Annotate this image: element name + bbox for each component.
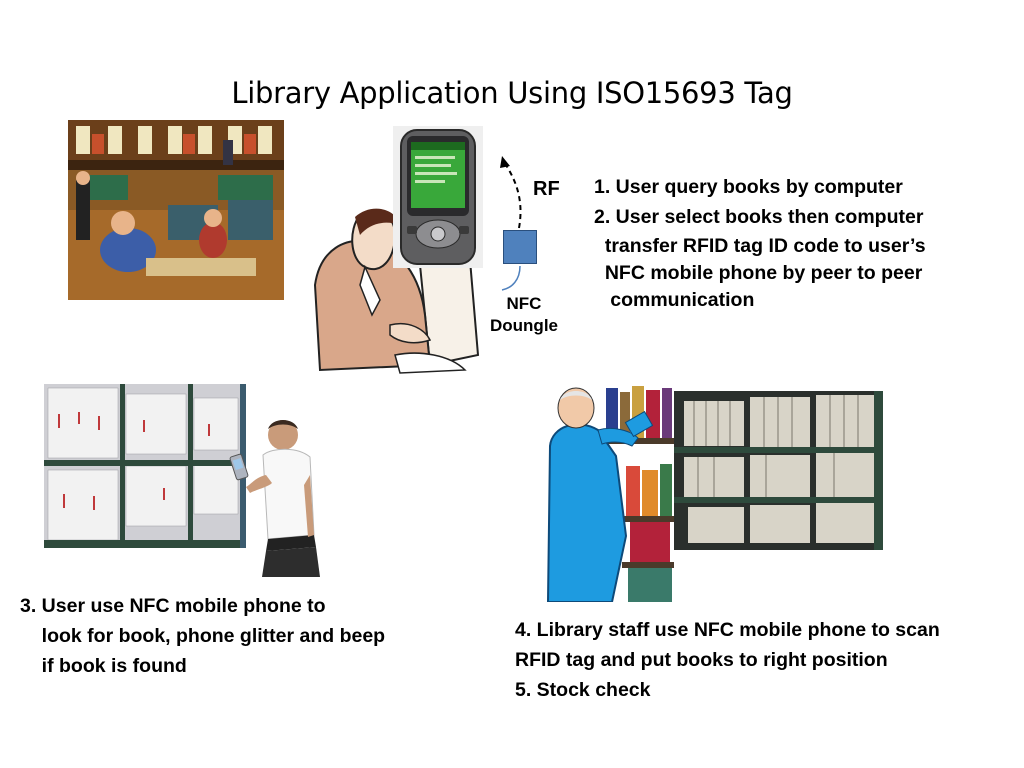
- rf-label: RF: [533, 178, 560, 200]
- steps-top-right: 1. User query books by computer 2. User …: [594, 172, 1019, 314]
- businessman-at-computer-clipart: [300, 205, 485, 380]
- nfc-dongle-label-line2: Doungle: [490, 316, 558, 335]
- step-2-line2: transfer RFID tag ID code to user’s: [594, 235, 926, 257]
- step-2: 2. User select books then computer: [594, 206, 924, 228]
- rf-signal-arrow: [503, 161, 522, 229]
- step-1: 1. User query books by computer: [594, 176, 903, 198]
- step-4-line2: RFID tag and put books to right position: [515, 649, 888, 671]
- steps-bottom-left: 3. User use NFC mobile phone to look for…: [20, 591, 490, 681]
- man-with-phone-figure: [228, 415, 323, 577]
- archive-shelves-photo: [44, 384, 246, 548]
- staff-coat: [546, 423, 628, 602]
- step-5: 5. Stock check: [515, 679, 651, 701]
- step-4: 4. Library staff use NFC mobile phone to…: [515, 619, 940, 641]
- rf-link-diagram: [490, 150, 550, 300]
- step-2-line3: NFC mobile phone by peer to peer: [594, 262, 923, 284]
- slide-title: Library Application Using ISO15693 Tag: [231, 76, 793, 110]
- nfc-dongle-label-line1: NFC: [506, 294, 542, 313]
- nfc-dongle-square: [503, 230, 537, 264]
- steps-bottom-right: 4. Library staff use NFC mobile phone to…: [515, 615, 1020, 705]
- library-reading-room-illustration: [68, 120, 284, 300]
- step-3-line3: if book is found: [20, 655, 187, 677]
- step-2-line4: communication: [594, 289, 755, 311]
- librarian-clipart: [542, 386, 674, 602]
- arrow-up-icon: [500, 156, 510, 168]
- file-shelves-photo: [674, 391, 883, 550]
- nfc-dongle-label: NFC Doungle: [478, 293, 570, 337]
- step-3: 3. User use NFC mobile phone to: [20, 595, 326, 617]
- pda-phone-photo: [393, 126, 483, 268]
- step-3-line2: look for book, phone glitter and beep: [20, 625, 386, 647]
